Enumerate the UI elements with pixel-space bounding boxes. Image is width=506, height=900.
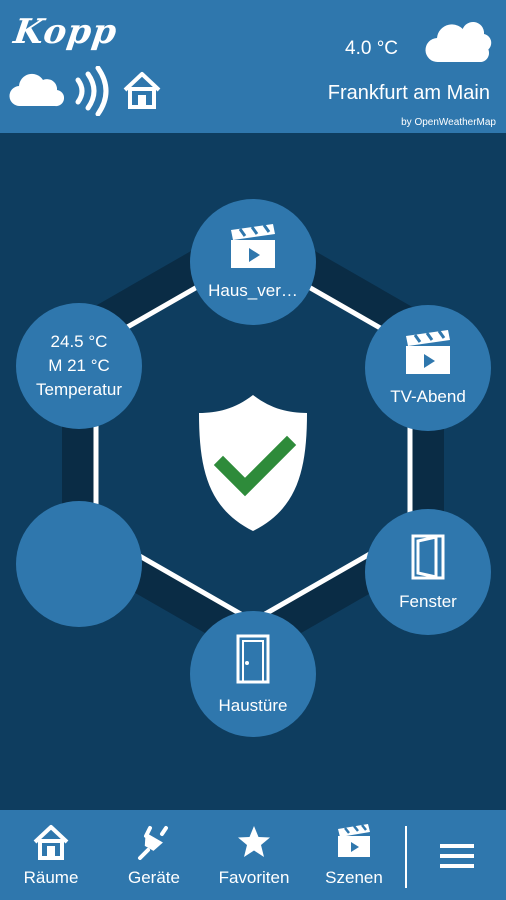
security-hexagon-panel: Haus_ver… TV-Abend Fenster	[0, 133, 506, 810]
tab-divider	[405, 826, 407, 888]
home-icon	[33, 824, 69, 865]
actual-temperature: 24.5 °C	[50, 332, 108, 351]
brand-logo: Kopp	[11, 12, 120, 52]
cloudy-icon	[424, 14, 494, 71]
clapperboard-icon	[336, 824, 372, 863]
temperature-node[interactable]: 24.5 °C M 21 °C Temperatur	[16, 303, 142, 429]
node-label: Haustüre	[218, 695, 288, 715]
hamburger-menu-icon	[440, 844, 474, 868]
tab-geraete[interactable]: Geräte	[106, 810, 202, 900]
scene-node-tv-abend[interactable]: TV-Abend	[365, 305, 491, 431]
plug-icon	[136, 824, 172, 865]
node-label: Fenster	[399, 591, 457, 611]
device-node-fenster[interactable]: Fenster	[365, 509, 491, 635]
tab-szenen[interactable]: Szenen	[312, 810, 396, 900]
clapperboard-icon	[403, 329, 453, 381]
home-icon	[122, 70, 162, 115]
shield-check-icon[interactable]	[195, 391, 311, 540]
weather-city: Frankfurt am Main	[327, 82, 490, 104]
node-label: Temperatur	[36, 380, 122, 399]
scene-node-top[interactable]: Haus_ver…	[190, 199, 316, 325]
tab-label: Favoriten	[218, 868, 290, 887]
node-label: Haus_ver…	[208, 280, 298, 300]
header-bar: Kopp 4.0 °C Frankfurt a	[0, 0, 506, 133]
tab-label: Räume	[23, 868, 79, 887]
star-icon	[236, 824, 272, 865]
clapperboard-icon	[228, 223, 278, 275]
outdoor-temperature: 4.0 °C	[345, 38, 399, 59]
door-icon	[235, 633, 271, 690]
wireless-signal-icon	[72, 65, 112, 121]
node-label: TV-Abend	[390, 386, 466, 406]
empty-node[interactable]	[16, 501, 142, 627]
weather-attribution: by OpenWeatherMap	[401, 117, 496, 128]
menu-button[interactable]	[410, 810, 506, 900]
tab-raeume[interactable]: Räume	[8, 810, 94, 900]
cloud-icon	[8, 72, 65, 113]
tab-favoriten[interactable]: Favoriten	[208, 810, 300, 900]
window-icon	[410, 533, 446, 586]
tab-label: Szenen	[325, 868, 383, 887]
bottom-tab-bar: Räume Geräte Favoriten	[0, 810, 506, 900]
temperature-values: 24.5 °C M 21 °C Temperatur	[36, 330, 122, 402]
device-node-haustuere[interactable]: Haustüre	[190, 611, 316, 737]
setpoint-temperature: M 21 °C	[48, 356, 110, 375]
tab-label: Geräte	[128, 868, 180, 887]
